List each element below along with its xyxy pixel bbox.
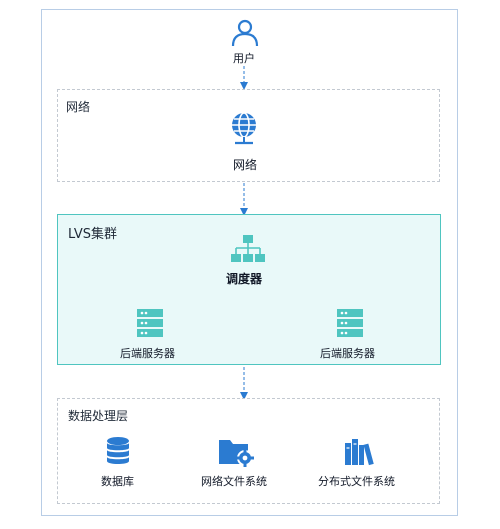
globe-icon	[232, 112, 256, 145]
database-label: 数据库	[101, 475, 134, 488]
nfs-label: 网络文件系统	[201, 475, 267, 488]
network-layer-title: 网络	[66, 100, 91, 114]
data-layer-title: 数据处理层	[68, 409, 129, 423]
lvs-cluster-title: LVS集群	[68, 227, 117, 242]
server-label-right: 后端服务器	[320, 347, 375, 360]
server-icon	[137, 309, 163, 337]
hierarchy-icon	[231, 235, 265, 262]
server-label-left: 后端服务器	[120, 347, 175, 360]
user-label: 用户	[233, 52, 255, 65]
network-node-label: 网络	[233, 158, 258, 172]
diagram-frame	[41, 9, 458, 516]
database-icon	[107, 437, 129, 464]
folder-gear-icon	[219, 440, 254, 467]
user-icon	[231, 19, 259, 47]
dfs-label: 分布式文件系统	[318, 475, 395, 488]
books-icon	[345, 439, 374, 466]
server-icon	[337, 309, 363, 337]
scheduler-label: 调度器	[226, 272, 263, 286]
